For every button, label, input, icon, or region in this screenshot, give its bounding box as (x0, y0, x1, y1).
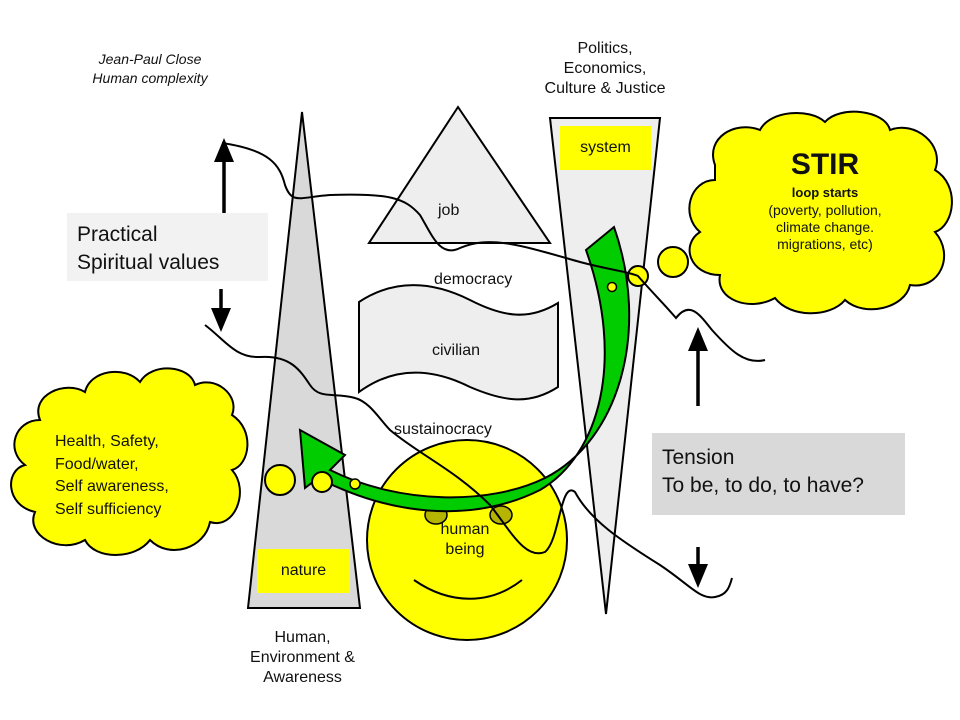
arrow-bubble-small (606, 281, 618, 293)
practical-line: Practical (77, 223, 158, 246)
practical-down-arrow (211, 289, 231, 332)
civilian-label: civilian (432, 342, 481, 359)
system-pillar-heading: Politics, Economics, Culture & Justice (520, 39, 690, 99)
needs-cloud (10, 367, 249, 556)
nature-heading-line: Awareness (263, 669, 342, 686)
tension-box: Tension To be, to do, to have? (652, 433, 905, 515)
democracy-label: democracy (434, 271, 513, 288)
nature-heading-line: Human, (274, 629, 331, 646)
stir-line: migrations, etc) (777, 236, 873, 252)
stir-bubble-large (657, 246, 689, 278)
stir-subtitle: loop starts (791, 185, 859, 200)
tension-line: To be, to do, to have? (662, 474, 864, 497)
stir-line: (poverty, pollution, (768, 202, 882, 218)
smile (413, 579, 523, 600)
system-heading-line: Culture & Justice (544, 80, 666, 97)
practical-up-arrow (214, 138, 234, 216)
stir-cloud (688, 110, 953, 315)
needs-bubble-large (264, 464, 296, 496)
tension-down-arrow (688, 547, 708, 588)
author-name: Jean-Paul Close (98, 51, 202, 67)
needs-line: Food/water, (55, 455, 139, 473)
author-subtitle: Human complexity (92, 70, 208, 86)
tension-up-arrow (688, 327, 708, 406)
human-being-line: being (445, 541, 485, 558)
needs-line: Health, Safety, (55, 433, 159, 450)
needs-line: Self awareness, (55, 478, 169, 495)
stir-line: climate change. (775, 219, 875, 235)
civilian-banner (358, 284, 559, 401)
nature-pillar-heading: Human, Environment & Awareness (225, 628, 380, 688)
tension-line: Tension (662, 446, 735, 469)
author-credit: Jean-Paul Close Human complexity (70, 50, 230, 88)
practical-line: Spiritual values (77, 251, 220, 274)
nature-label: nature (257, 549, 350, 593)
human-being-line: human (440, 521, 490, 538)
job-label: job (438, 202, 460, 219)
needs-line: Self sufficiency (55, 500, 162, 518)
system-heading-line: Politics, (577, 40, 633, 57)
needs-text: Health, Safety, Food/water, Self awarene… (55, 431, 235, 521)
lower-wave-line (204, 324, 733, 599)
nature-pillar (246, 111, 362, 609)
upper-wave-line (221, 142, 766, 362)
stir-body: (poverty, pollution, climate change. mig… (720, 202, 930, 253)
system-label: system (560, 126, 651, 170)
needs-bubble-small (349, 478, 361, 490)
sustainocracy-label: sustainocracy (394, 421, 492, 438)
human-being-label: human being (420, 520, 510, 560)
practical-values-box: Practical Spiritual values (67, 213, 268, 281)
nature-heading-line: Environment & (250, 649, 355, 666)
needs-bubble-medium (311, 471, 333, 493)
job-triangle (367, 105, 552, 244)
stir-title: STIR (790, 148, 860, 181)
system-heading-line: Economics, (563, 60, 647, 77)
